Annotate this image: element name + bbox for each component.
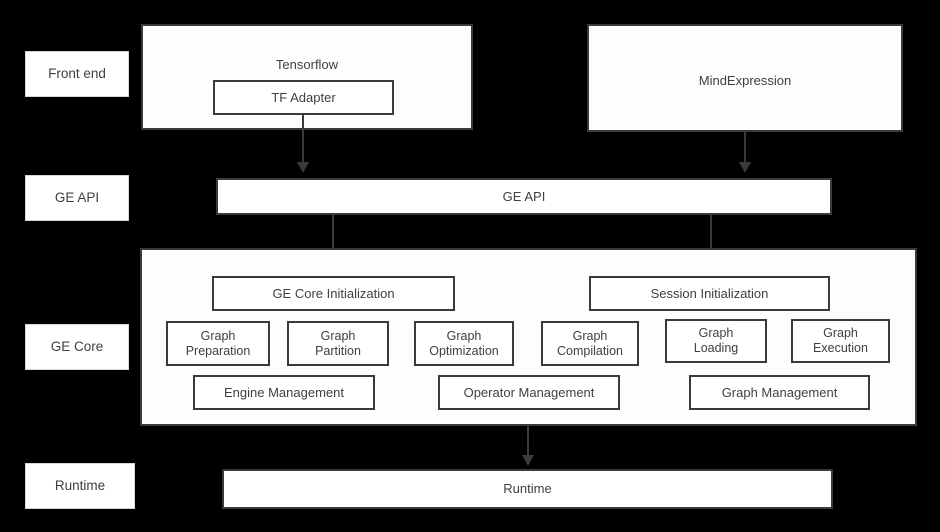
graph-management-label: Graph Management bbox=[721, 384, 838, 400]
layer-label-ge-core: GE Core bbox=[25, 324, 129, 370]
graph-compilation-label: Graph Compilation bbox=[556, 328, 623, 358]
connector-ge-api-to-ge-core-init-line bbox=[332, 214, 334, 266]
tf-adapter-box[interactable]: TF Adapter bbox=[213, 80, 394, 115]
graph-compilation-box[interactable]: Graph Compilation bbox=[541, 321, 639, 366]
connector-tf-adapter-to-ge-api-line bbox=[302, 114, 304, 165]
ge-core-initialization-box[interactable]: GE Core Initialization bbox=[212, 276, 455, 311]
layer-label-runtime: Runtime bbox=[25, 463, 135, 509]
mindexpression-container: MindExpression bbox=[587, 24, 903, 132]
layer-label-runtime-text: Runtime bbox=[54, 478, 106, 494]
connector-tf-adapter-to-ge-api-arrow bbox=[297, 162, 309, 173]
graph-partition-box[interactable]: Graph Partition bbox=[287, 321, 389, 366]
graph-preparation-label: Graph Preparation bbox=[185, 328, 251, 358]
ge-api-bar[interactable]: GE API bbox=[216, 178, 832, 215]
runtime-bar-label: Runtime bbox=[503, 481, 552, 497]
session-initialization-label: Session Initialization bbox=[650, 285, 769, 301]
engine-management-box[interactable]: Engine Management bbox=[193, 375, 375, 410]
layer-label-front-end-text: Front end bbox=[48, 66, 106, 82]
connector-ge-api-to-session-init-line bbox=[710, 214, 712, 266]
layer-label-front-end: Front end bbox=[25, 51, 129, 97]
graph-optimization-box[interactable]: Graph Optimization bbox=[414, 321, 514, 366]
connector-ge-core-to-runtime-arrow bbox=[522, 455, 534, 466]
layer-label-ge-api: GE API bbox=[25, 175, 129, 221]
graph-execution-box[interactable]: Graph Execution bbox=[791, 319, 890, 363]
tf-adapter-label: TF Adapter bbox=[271, 89, 336, 105]
graph-partition-label: Graph Partition bbox=[315, 328, 361, 358]
connector-mindexpression-to-ge-api-line bbox=[744, 131, 746, 165]
graph-execution-label: Graph Execution bbox=[813, 326, 868, 355]
mindexpression-label: MindExpression bbox=[698, 73, 792, 88]
ge-core-initialization-label: GE Core Initialization bbox=[272, 285, 395, 301]
session-initialization-box[interactable]: Session Initialization bbox=[589, 276, 830, 311]
operator-management-label: Operator Management bbox=[463, 384, 595, 400]
layer-label-ge-core-text: GE Core bbox=[50, 339, 104, 355]
graph-loading-label: Graph Loading bbox=[693, 326, 739, 355]
graph-loading-box[interactable]: Graph Loading bbox=[665, 319, 767, 363]
layer-label-ge-api-text: GE API bbox=[54, 190, 100, 206]
engine-management-label: Engine Management bbox=[224, 384, 344, 400]
runtime-bar[interactable]: Runtime bbox=[222, 469, 833, 509]
graph-optimization-label: Graph Optimization bbox=[429, 328, 499, 358]
operator-management-box[interactable]: Operator Management bbox=[438, 375, 620, 410]
graph-management-box[interactable]: Graph Management bbox=[689, 375, 870, 410]
tensorflow-label: Tensorflow bbox=[275, 57, 339, 72]
ge-api-bar-label: GE API bbox=[502, 188, 546, 204]
graph-preparation-box[interactable]: Graph Preparation bbox=[166, 321, 270, 366]
connector-mindexpression-to-ge-api-arrow bbox=[739, 162, 751, 173]
connector-ge-core-to-runtime-line bbox=[527, 426, 529, 457]
